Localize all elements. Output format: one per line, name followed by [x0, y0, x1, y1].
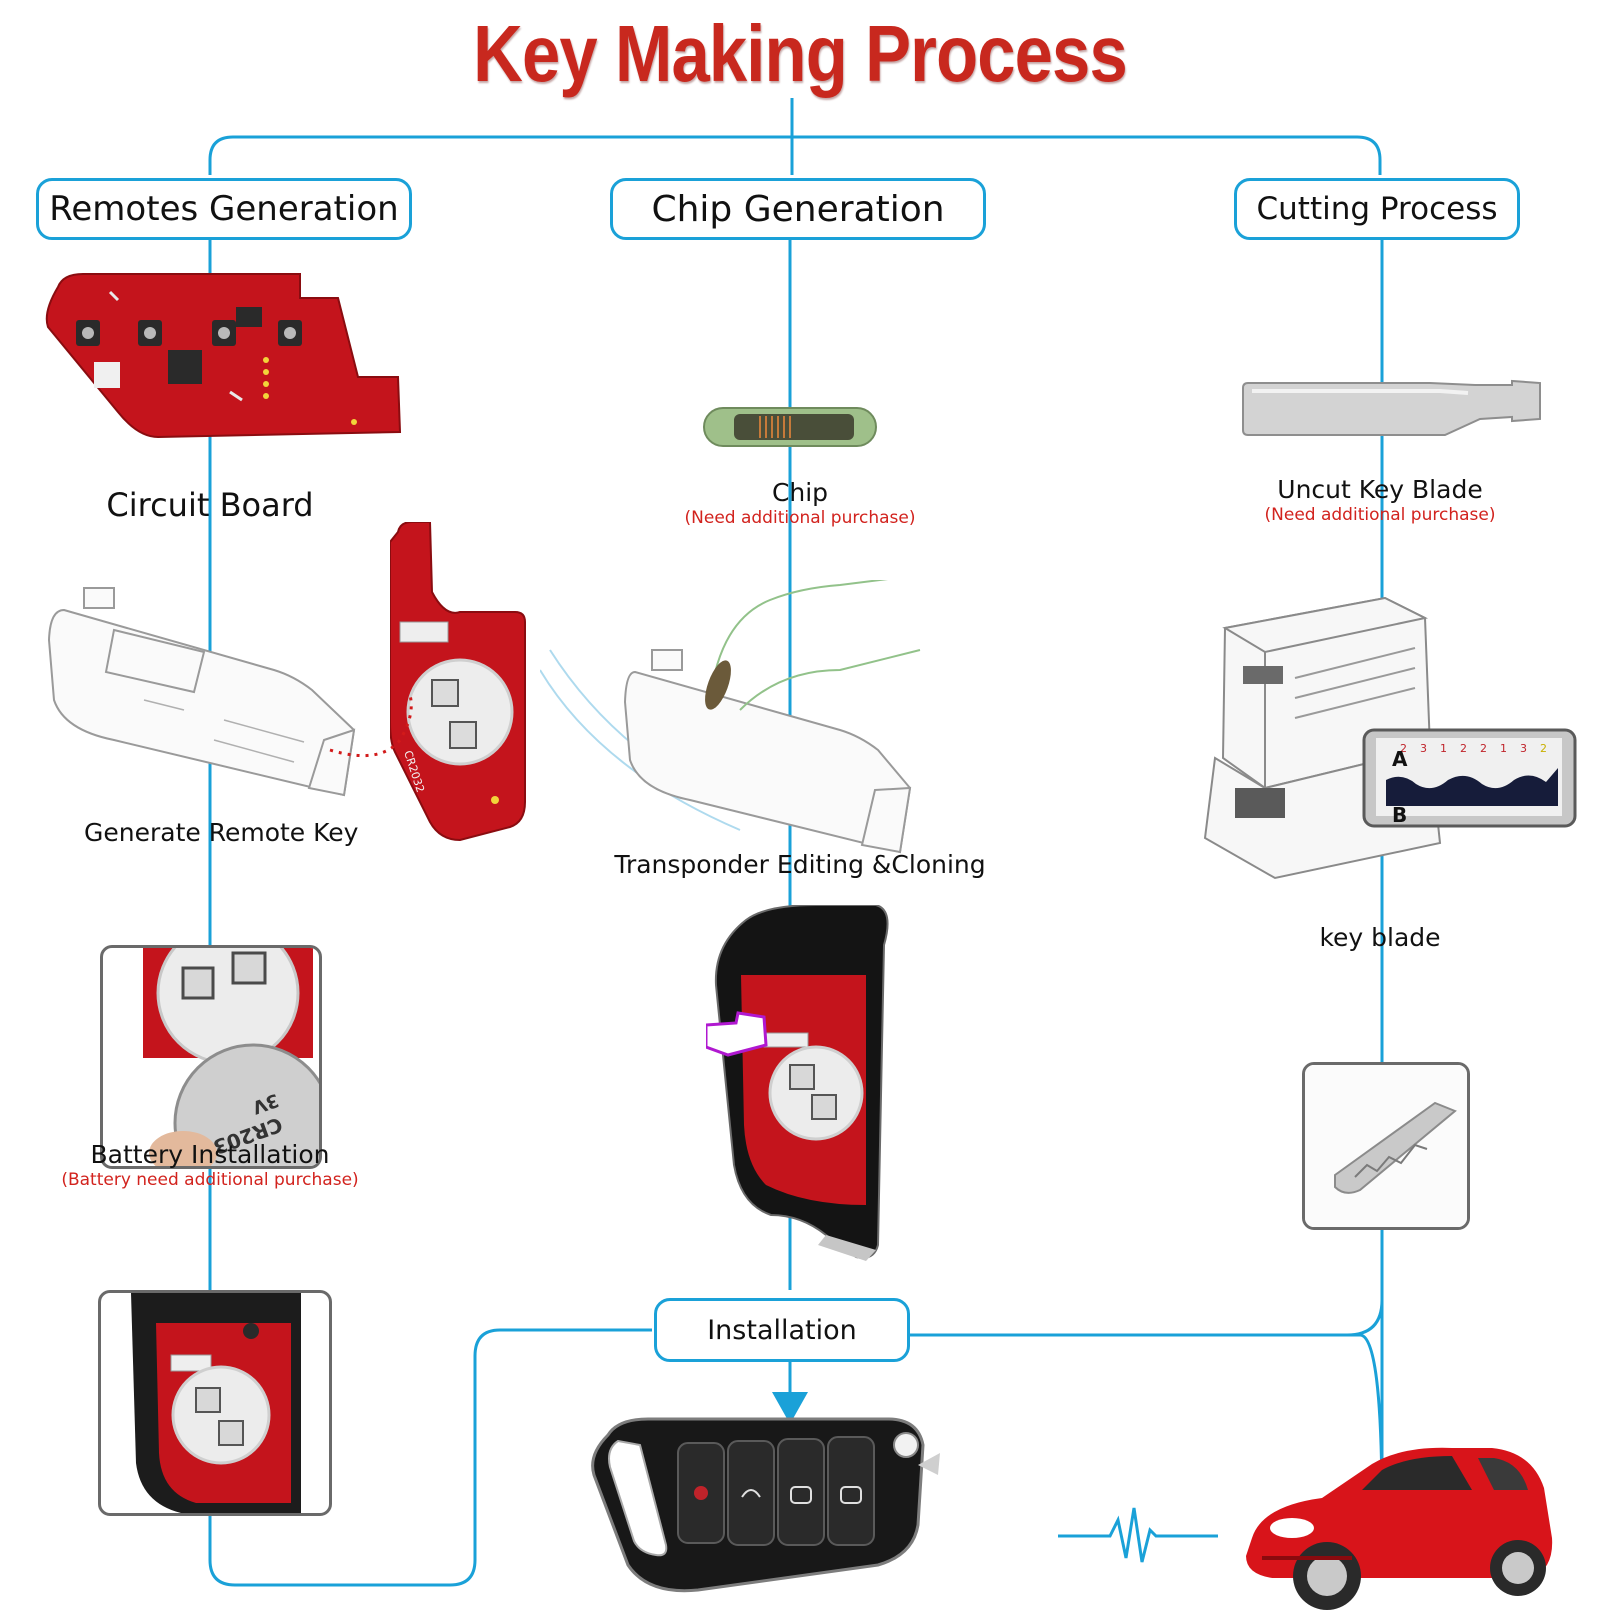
battery-installation-frame: CR2032 3V	[100, 945, 322, 1169]
battery-purchase-note: (Battery need additional purchase)	[61, 1170, 359, 1190]
page-title: Key Making Process	[473, 9, 1128, 98]
battery-installation-label: Battery Installation	[90, 1140, 330, 1169]
cut-depth-digit: 2	[1480, 742, 1487, 755]
cut-depth-digit: 2	[1540, 742, 1547, 755]
chip-purchase-note: (Need additional purchase)	[684, 508, 916, 528]
cut-depth-digit: 3	[1520, 742, 1527, 755]
cut-key-blade-image	[1305, 1065, 1467, 1227]
red-sports-car-image	[1246, 1447, 1553, 1610]
finished-key-fob-image	[591, 1417, 940, 1593]
transponder-chip-image	[703, 407, 877, 447]
uncut-blade-purchase-note: (Need additional purchase)	[1264, 505, 1496, 525]
heartbeat-signal-icon	[1058, 1507, 1218, 1563]
remotes-generation-box: Remotes Generation	[36, 178, 412, 240]
key-blade-label: key blade	[1319, 923, 1441, 952]
chip-generation-label: Chip Generation	[651, 188, 945, 230]
pcb-connection-dots	[329, 694, 413, 758]
profile-side-a: A	[1392, 747, 1408, 771]
cut-depth-digit: 3	[1420, 742, 1427, 755]
generate-remote-key-label: Generate Remote Key	[84, 818, 359, 847]
cutting-process-label: Cutting Process	[1256, 191, 1498, 227]
chip-reading-programmer-image	[540, 580, 921, 854]
installed-pcb-image	[131, 1293, 301, 1513]
key-programmer-image	[47, 587, 356, 797]
cut-key-blade-frame	[1302, 1062, 1470, 1230]
circuit-board-image	[45, 273, 402, 439]
installation-box: Installation	[654, 1298, 910, 1362]
installed-pcb-frame	[98, 1290, 332, 1516]
transponder-editing-label: Transponder Editing &Cloning	[614, 850, 986, 879]
cut-depth-digit: 2	[1460, 742, 1467, 755]
uncut-key-blade-image	[1242, 379, 1541, 436]
remote-shell-pcb-image	[706, 905, 889, 1261]
remote-pcb-image: CR2032	[390, 522, 526, 842]
battery-installation-image: CR2032 3V	[143, 948, 319, 1166]
cut-depth-digit: 1	[1500, 742, 1507, 755]
cut-depth-digit: 2	[1400, 742, 1407, 755]
chip-generation-box: Chip Generation	[610, 178, 986, 240]
installation-label: Installation	[707, 1314, 857, 1346]
profile-side-b: B	[1392, 803, 1407, 827]
chip-label: Chip	[771, 478, 829, 507]
circuit-board-label: Circuit Board	[106, 486, 314, 524]
cutting-process-box: Cutting Process	[1234, 178, 1520, 240]
remotes-generation-label: Remotes Generation	[49, 189, 399, 229]
uncut-key-blade-label: Uncut Key Blade	[1277, 475, 1483, 504]
cut-depth-digit: 1	[1440, 742, 1447, 755]
